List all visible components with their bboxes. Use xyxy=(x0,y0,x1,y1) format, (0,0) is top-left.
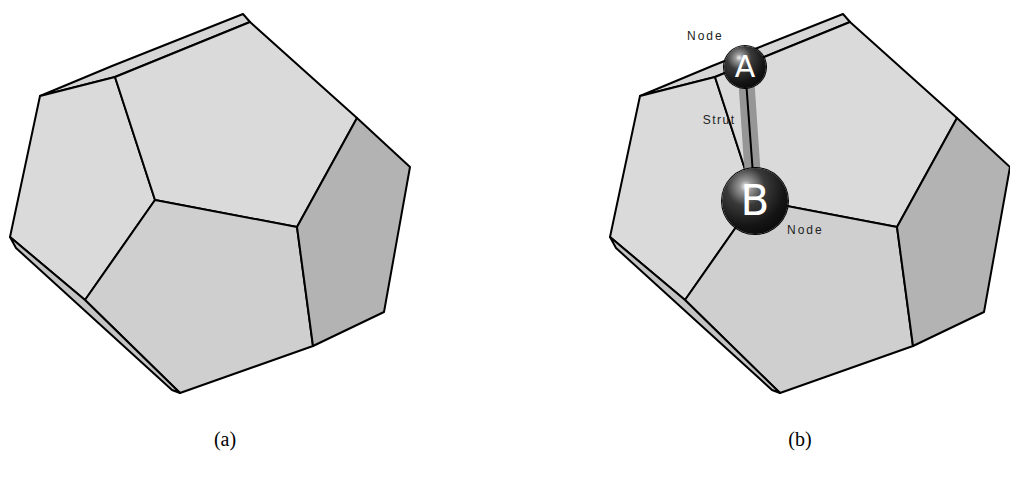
panel-label: (b) xyxy=(788,428,811,451)
strut-band xyxy=(747,84,753,172)
face xyxy=(85,200,313,393)
strut-line xyxy=(747,88,753,168)
node-sphere: ANode xyxy=(724,46,766,88)
face xyxy=(10,237,180,393)
node-sphere: BNode xyxy=(722,168,788,234)
strut-connector xyxy=(747,84,753,172)
face xyxy=(297,118,410,346)
face xyxy=(685,200,913,393)
panel-label: (a) xyxy=(214,428,236,451)
node-caption: Node xyxy=(787,223,824,237)
dodecahedron-a xyxy=(10,14,410,393)
node-caption: Node xyxy=(687,29,724,43)
node-letter: A xyxy=(735,52,756,82)
face xyxy=(610,237,780,393)
strut-label: Strut xyxy=(703,113,736,127)
face xyxy=(897,118,1010,346)
dodecahedron-b xyxy=(610,14,1010,393)
node-letter: B xyxy=(741,180,770,222)
